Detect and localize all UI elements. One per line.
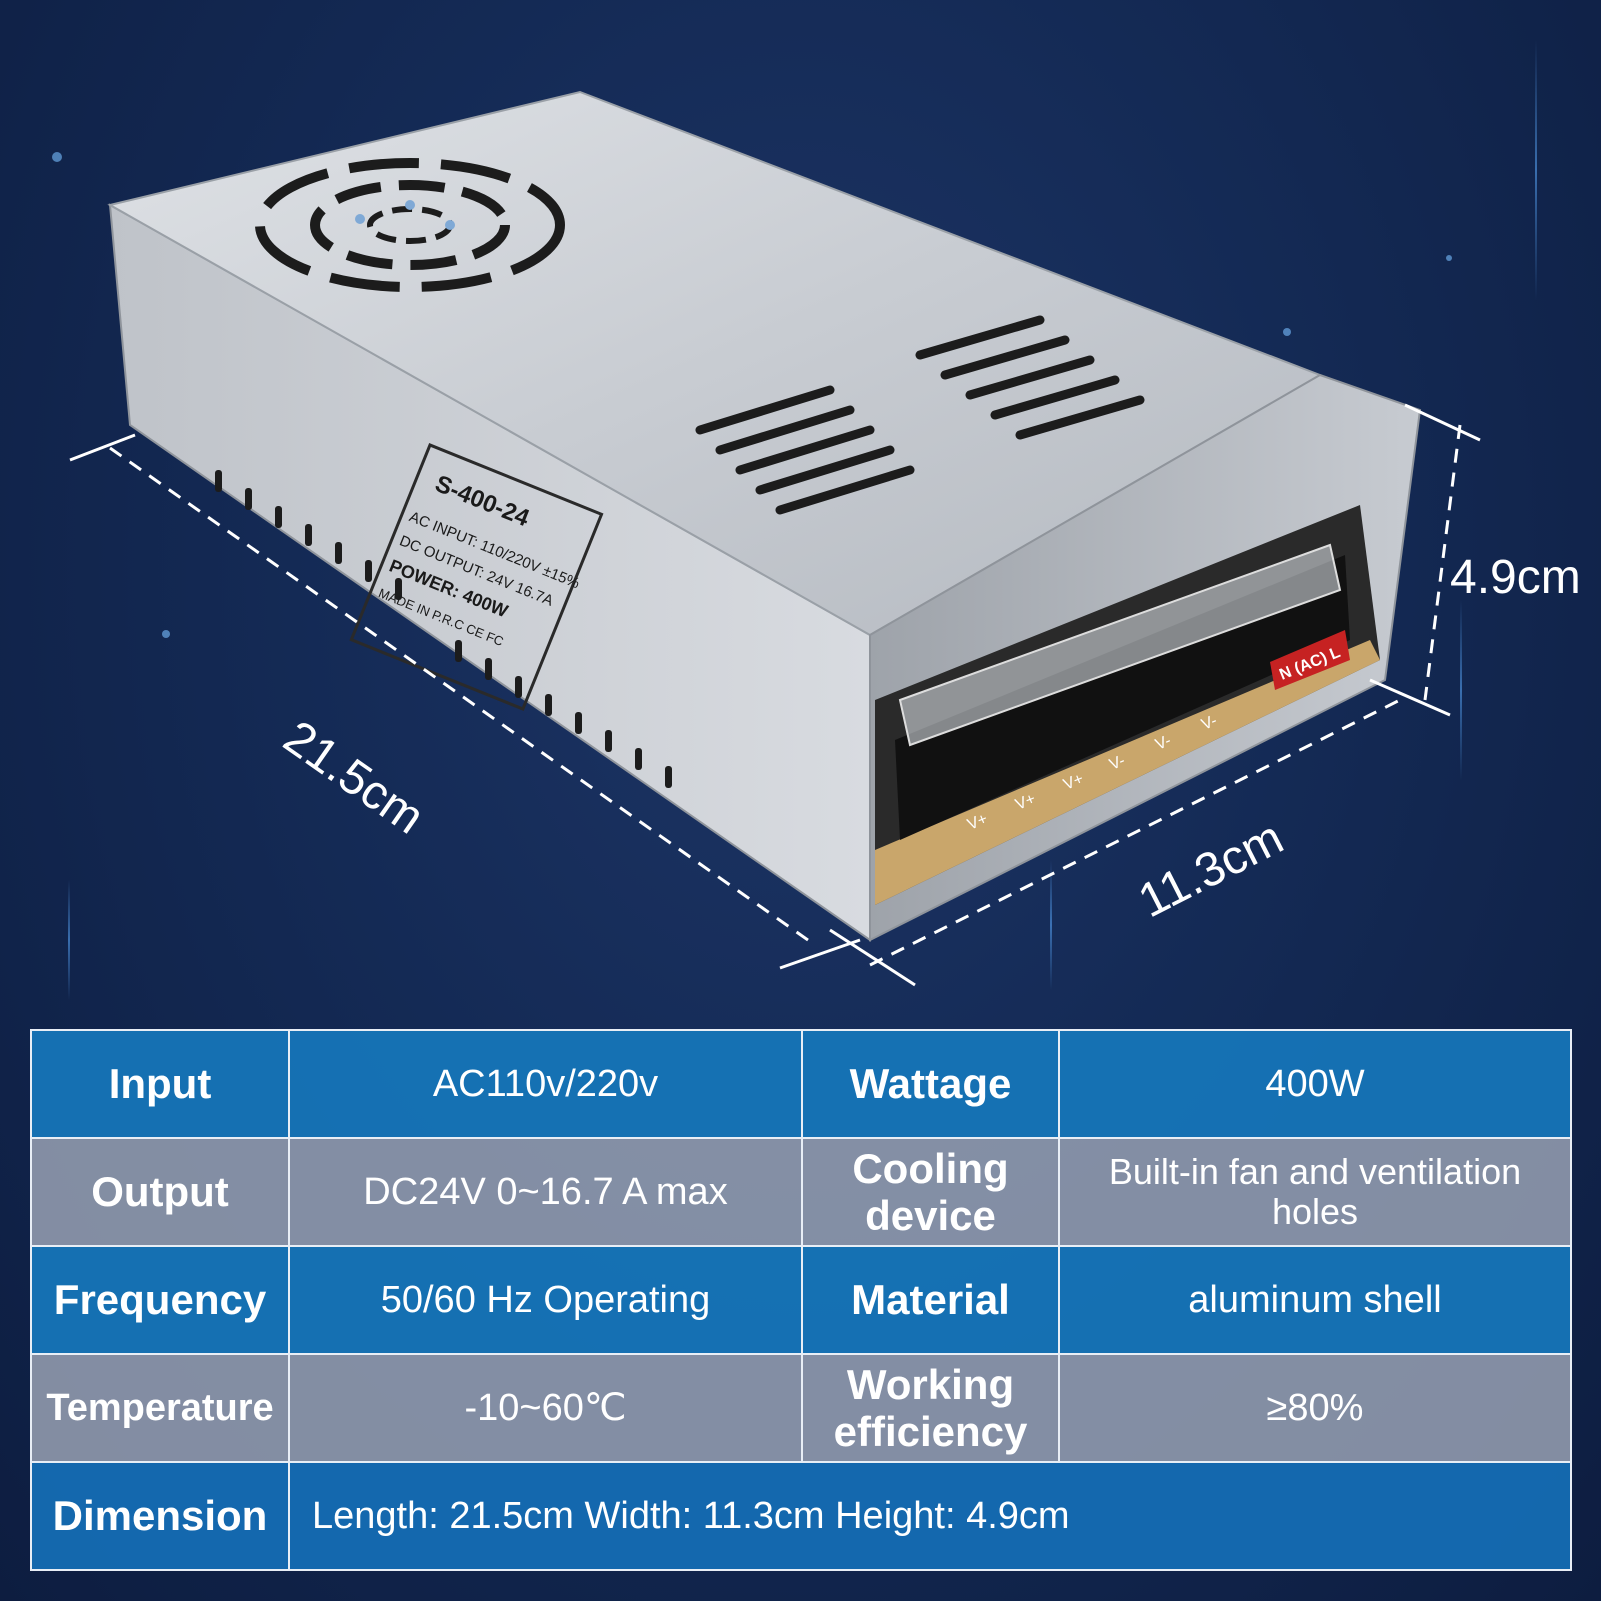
- background-sparkle: [1446, 255, 1452, 261]
- background-light-streak: [68, 880, 70, 1000]
- dimension-lines: [69, 403, 1481, 987]
- frequency-value: 50/60 Hz Operating: [288, 1245, 803, 1355]
- fan-grille: [255, 158, 565, 292]
- spec-row: Frequency 50/60 Hz Operating Material al…: [30, 1245, 1572, 1355]
- background-light-streak: [1535, 40, 1537, 300]
- spec-row: Output DC24V 0~16.7 A max Cooling device…: [30, 1137, 1572, 1247]
- dimension-height-label: 4.9cm: [1450, 551, 1581, 604]
- material-label: Material: [801, 1245, 1060, 1355]
- wattage-value: 400W: [1058, 1029, 1572, 1139]
- wattage-label: Wattage: [801, 1029, 1060, 1139]
- cooling-value: Built-in fan and ventilation holes: [1058, 1137, 1572, 1247]
- background-sparkle: [52, 152, 62, 162]
- terminal-label: V+: [1061, 770, 1086, 793]
- terminal-cover: [898, 543, 1342, 747]
- specification-table: Input AC110v/220v Wattage 400W Output DC…: [30, 1029, 1572, 1571]
- spec-row: Input AC110v/220v Wattage 400W: [30, 1029, 1572, 1139]
- dimension-value: Length: 21.5cm Width: 11.3cm Height: 4.9…: [288, 1461, 1572, 1571]
- terminal-label: V-: [1107, 752, 1127, 773]
- input-label: Input: [30, 1029, 290, 1139]
- terminal-label: V-: [1199, 712, 1219, 733]
- material-value: aluminum shell: [1058, 1245, 1572, 1355]
- background-light-streak: [1460, 600, 1462, 780]
- top-vents-left: [695, 385, 915, 515]
- terminal-label: V+: [965, 810, 990, 833]
- input-value: AC110v/220v: [288, 1029, 803, 1139]
- background-sparkle: [1283, 328, 1291, 336]
- output-value: DC24V 0~16.7 A max: [288, 1137, 803, 1247]
- terminal-label: V-: [1153, 732, 1173, 753]
- efficiency-label: Working efficiency: [801, 1353, 1060, 1463]
- cooling-label: Cooling device: [801, 1137, 1060, 1247]
- spec-row: Dimension Length: 21.5cm Width: 11.3cm H…: [30, 1461, 1572, 1571]
- power-supply-illustration: N (AC) L V+ V+ V+ V- V- V-: [69, 90, 1481, 987]
- temperature-label: Temperature: [30, 1353, 290, 1463]
- dimension-label: Dimension: [30, 1461, 290, 1571]
- terminal-label: V+: [1013, 790, 1038, 813]
- side-ventilation-slots: [215, 470, 672, 788]
- temperature-value: -10~60℃: [288, 1353, 803, 1463]
- background-sparkle: [162, 630, 170, 638]
- background-light-streak: [1050, 860, 1052, 990]
- frequency-label: Frequency: [30, 1245, 290, 1355]
- pcb-board: [875, 640, 1380, 905]
- top-vents-right: [915, 315, 1145, 440]
- spec-row: Temperature -10~60℃ Working efficiency ≥…: [30, 1353, 1572, 1463]
- power-terminal-label-bg: [1270, 630, 1350, 690]
- efficiency-value: ≥80%: [1058, 1353, 1572, 1463]
- output-label: Output: [30, 1137, 290, 1247]
